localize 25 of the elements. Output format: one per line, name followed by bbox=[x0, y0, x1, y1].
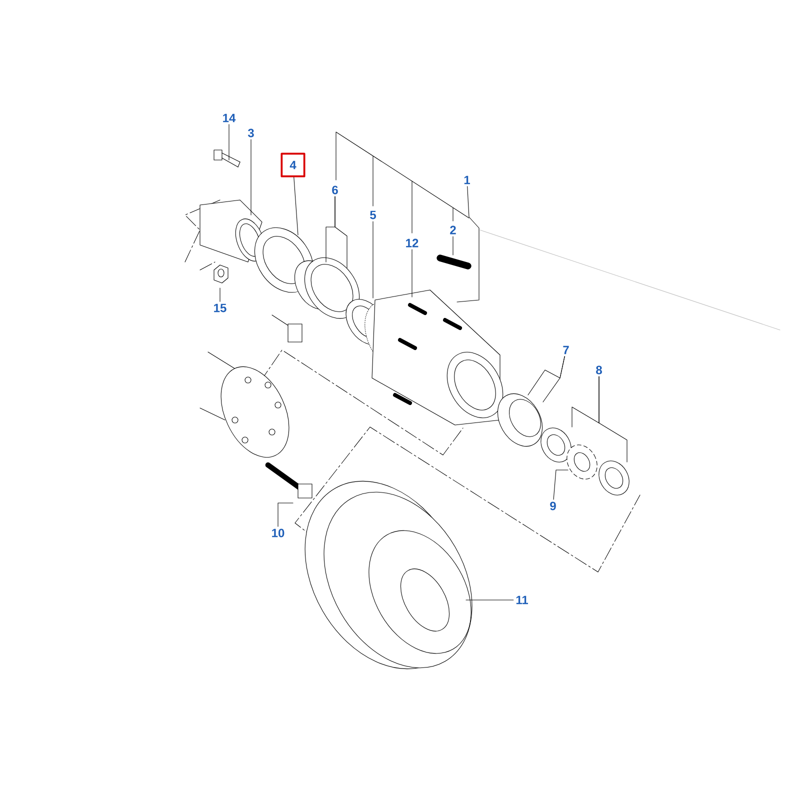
callout-number: 7 bbox=[563, 346, 569, 354]
leader-line bbox=[553, 470, 568, 500]
leader-line bbox=[452, 236, 454, 256]
callout-number: 15 bbox=[214, 304, 226, 312]
leader-line bbox=[294, 177, 298, 236]
leader-line bbox=[598, 376, 628, 462]
leader-line bbox=[278, 502, 294, 527]
callout-number: 12 bbox=[406, 238, 418, 248]
callout-number: 14 bbox=[223, 114, 236, 122]
leader-line bbox=[334, 196, 348, 268]
leader-line bbox=[372, 221, 374, 298]
callout-number: 10 bbox=[272, 528, 284, 538]
callout-number: 8 bbox=[596, 366, 602, 374]
leader-line bbox=[456, 186, 480, 302]
highlighted-callout: 4 bbox=[280, 152, 306, 178]
callout-number: 3 bbox=[248, 128, 254, 138]
callout-number: 11 bbox=[516, 596, 528, 604]
leader-line bbox=[250, 139, 252, 216]
callout-number: 1 bbox=[464, 176, 470, 184]
callout-number: 9 bbox=[550, 502, 556, 510]
callout-number: 2 bbox=[450, 226, 456, 234]
callout-number: 6 bbox=[332, 186, 338, 194]
leader-line bbox=[542, 356, 565, 402]
leader-line bbox=[228, 124, 230, 160]
callout-number: 5 bbox=[370, 210, 376, 220]
